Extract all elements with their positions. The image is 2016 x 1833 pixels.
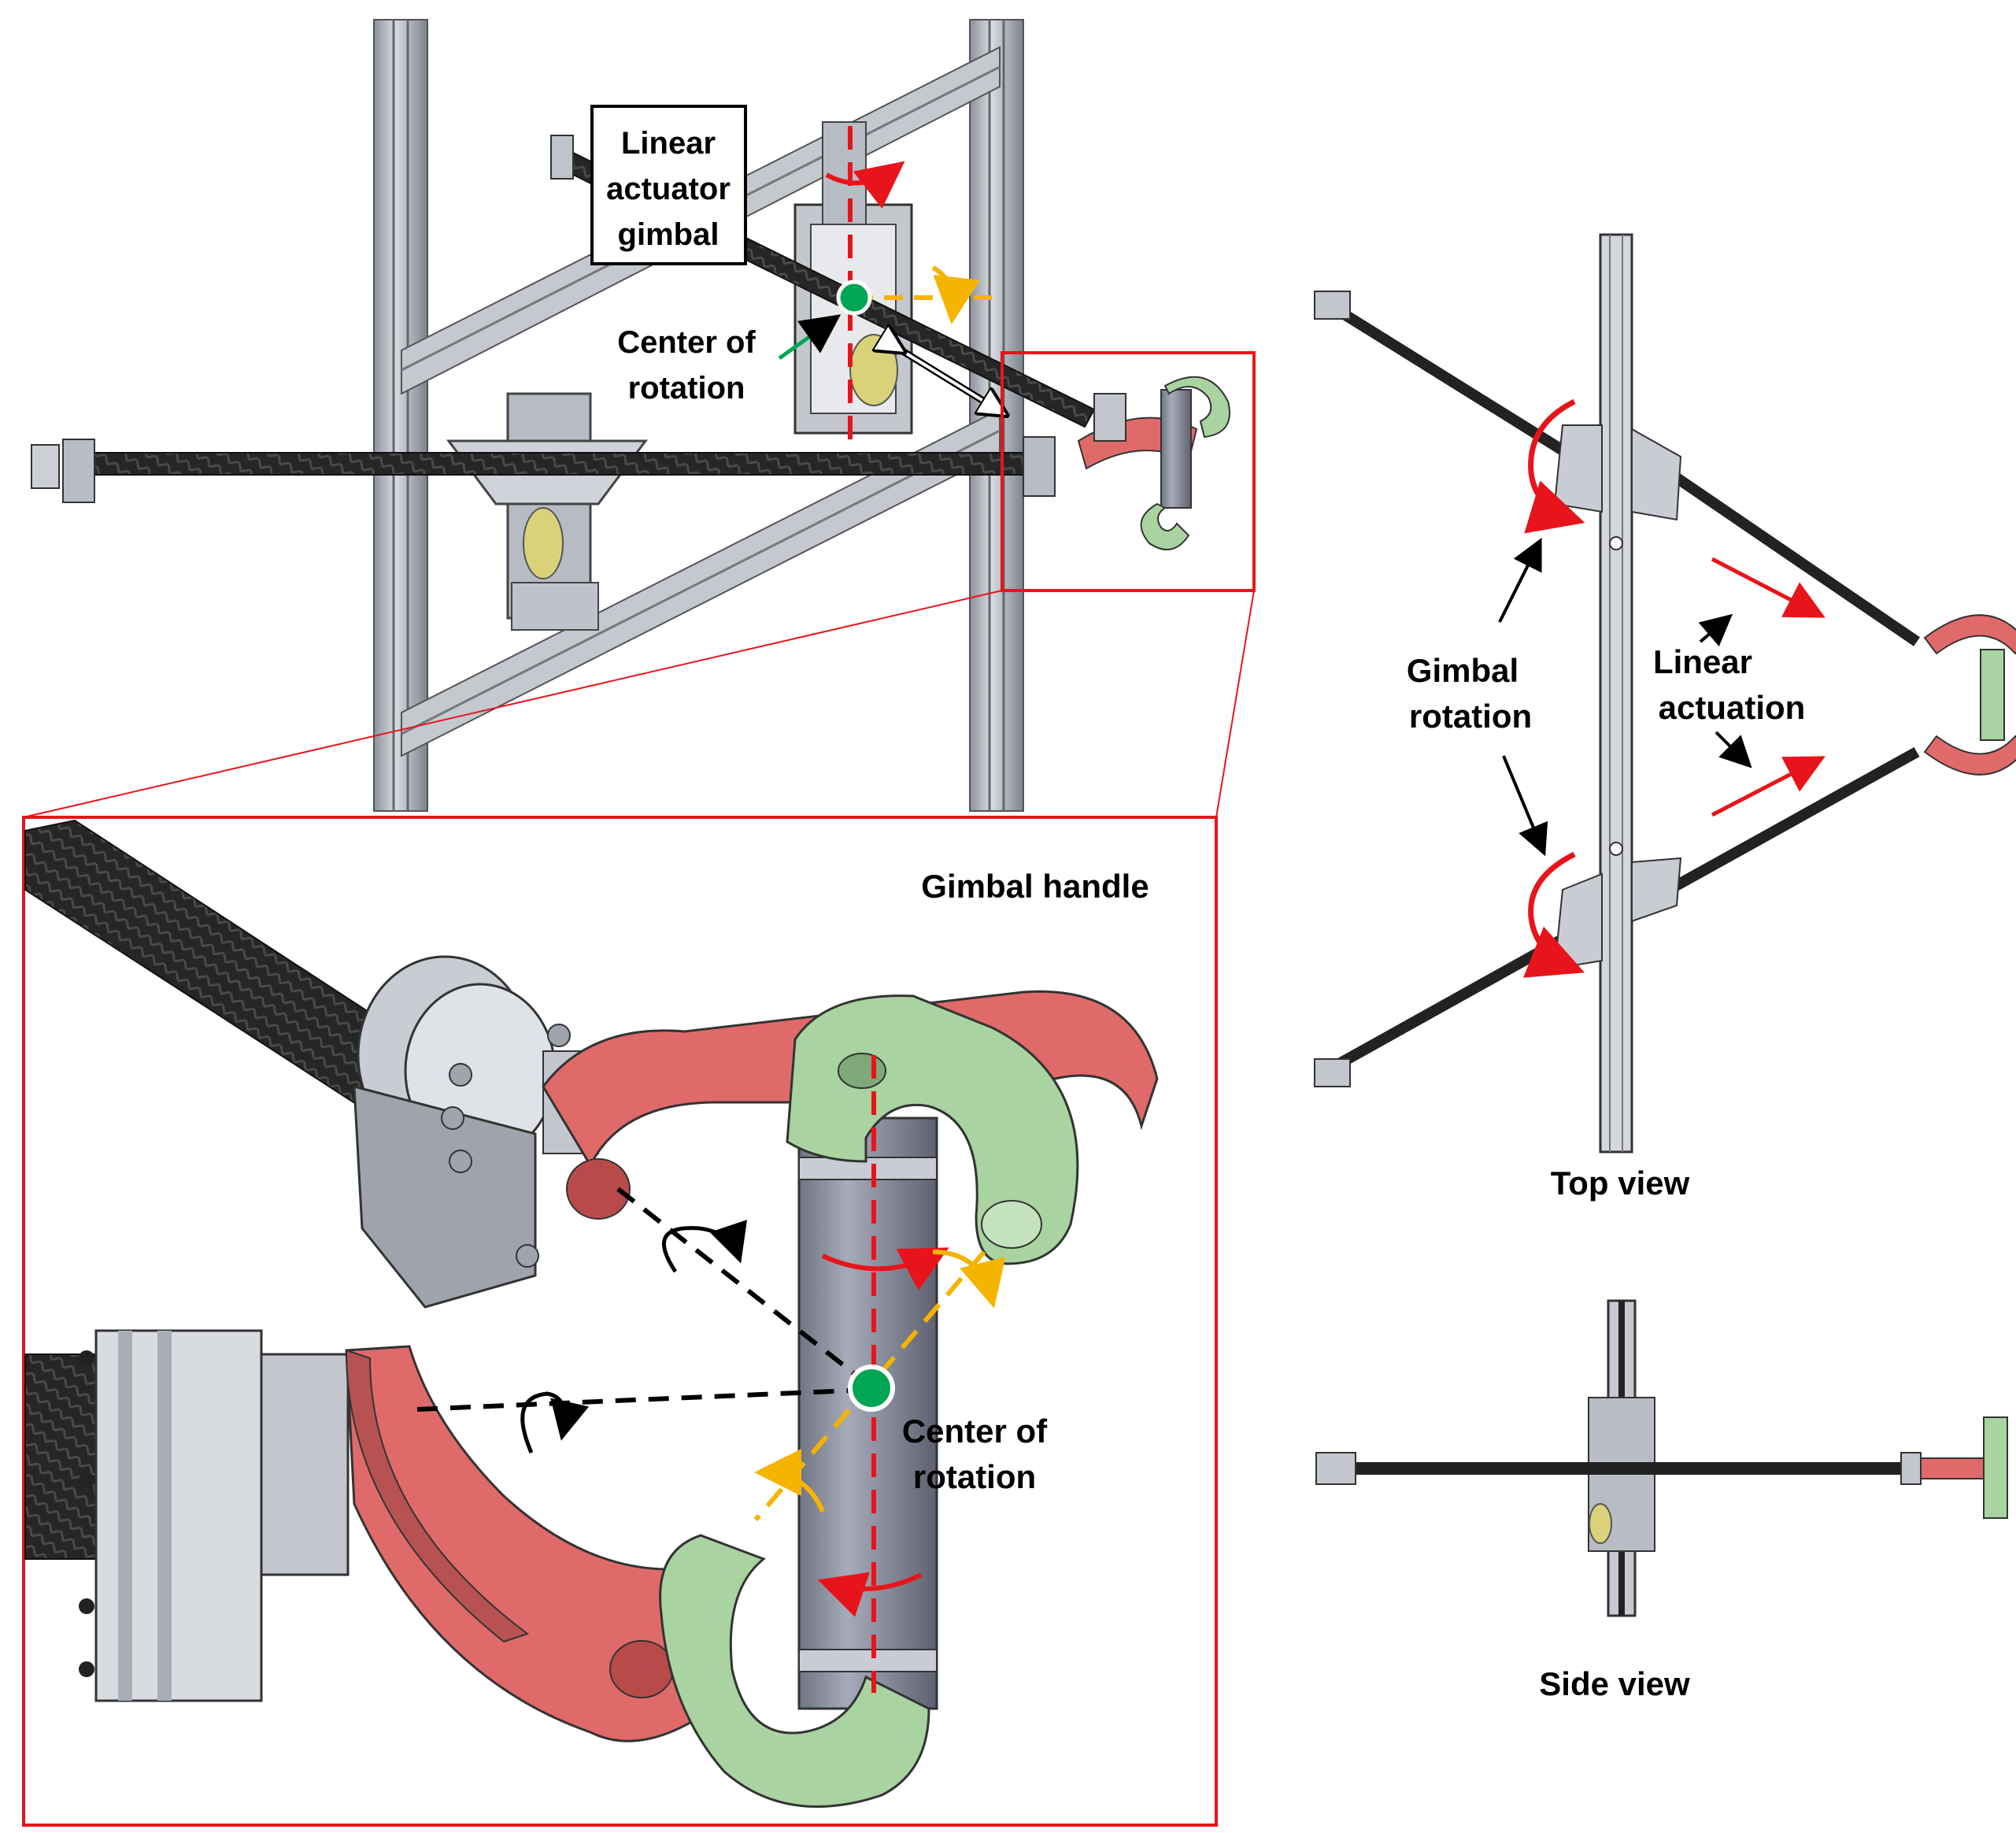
top-view-arm-upper-right — [1666, 468, 1920, 646]
zoom-line-right — [1215, 590, 1255, 818]
rotation-arrow-orange-3d — [931, 265, 981, 324]
vertical-frame-left — [373, 19, 428, 812]
linear-actuation-label-2: actuation — [1659, 689, 1806, 726]
top-view — [1314, 233, 2016, 1153]
top-view-arm-lower-right — [1666, 746, 1920, 895]
detail-rotation-arrow-red-bottom — [817, 1572, 923, 1617]
callout-line-3: gimbal — [618, 217, 719, 252]
linear-actuation-arrow-upper — [1711, 557, 1825, 618]
top-view-caption: Top view — [1551, 1165, 1690, 1202]
top-view-arm-upper-left — [1323, 298, 1570, 457]
gimbal-rotation-arrow-upper — [1524, 398, 1585, 534]
top-view-rail — [1599, 233, 1633, 1153]
center-pointer-green — [778, 314, 842, 361]
detail-carbon-tube-lower — [24, 1353, 97, 1560]
detail-dashed-line-upper — [616, 1187, 871, 1388]
detail-rotation-arrow-red-top — [821, 1247, 949, 1291]
gimbal-rotation-arrow-lower — [1523, 851, 1585, 978]
side-view — [1315, 1299, 2008, 1617]
axes-detail-view — [416, 1055, 1006, 1693]
linear-actuation-arrow-lower — [1711, 756, 1825, 817]
gimbal-handle-label: Gimbal handle — [921, 868, 1149, 905]
handle-green-yoke-lower — [659, 1534, 930, 1808]
handle-green-small — [1140, 376, 1230, 550]
center-of-rotation-label-detail-2: rotation — [913, 1458, 1036, 1495]
detail-rotation-arrow-orange-bottom — [754, 1449, 825, 1513]
pointer-arrow-linear-upper — [1698, 613, 1733, 647]
callout-line-1: Linear — [621, 126, 716, 161]
top-view-arm-lower-left — [1323, 931, 1570, 1076]
top-view-handle-red — [1923, 614, 2016, 776]
center-of-rotation-label-top-2: rotation — [628, 371, 745, 405]
pointer-arrow-linear-lower — [1715, 731, 1752, 768]
gimbal-rotation-label-1: Gimbal — [1407, 652, 1518, 689]
pointer-arrow-gimbal-upper — [1498, 537, 1542, 623]
green-dot-icon-detail — [848, 1365, 895, 1412]
top-view-handle-green — [1980, 649, 2005, 741]
lower-flange — [79, 1329, 350, 1702]
side-view-handle-green — [1983, 1416, 2008, 1519]
callout-line-2: actuator — [606, 172, 731, 206]
green-dot-icon — [836, 280, 872, 316]
horizontal-carbon-tube — [74, 452, 1036, 476]
curved-arrow-icon-upper — [661, 1220, 748, 1273]
detail-dashed-line-lower — [416, 1387, 871, 1412]
gimbal-handle-detail — [22, 816, 1218, 1827]
linear-actuator-gimbal-callout: Linear actuator gimbal — [590, 105, 747, 265]
rotation-arrow-red-3d — [825, 161, 905, 209]
center-of-rotation-label-top-1: Center of — [617, 325, 756, 360]
curved-arrow-icon-lower — [520, 1391, 590, 1453]
zoom-line-left — [23, 590, 1003, 818]
linear-actuation-label-1: Linear — [1653, 643, 1752, 680]
axes-3d-view — [778, 126, 1004, 441]
center-of-rotation-label-detail-1: Center of — [902, 1413, 1048, 1450]
side-view-handle-red — [1920, 1457, 1985, 1479]
detail-rotation-arrow-orange-top — [932, 1250, 1006, 1309]
gimbal-rotation-label-2: rotation — [1409, 698, 1532, 735]
handle-highlight-box — [1001, 351, 1256, 592]
pointer-arrow-gimbal-lower — [1502, 755, 1548, 857]
side-view-caption: Side view — [1539, 1665, 1690, 1702]
